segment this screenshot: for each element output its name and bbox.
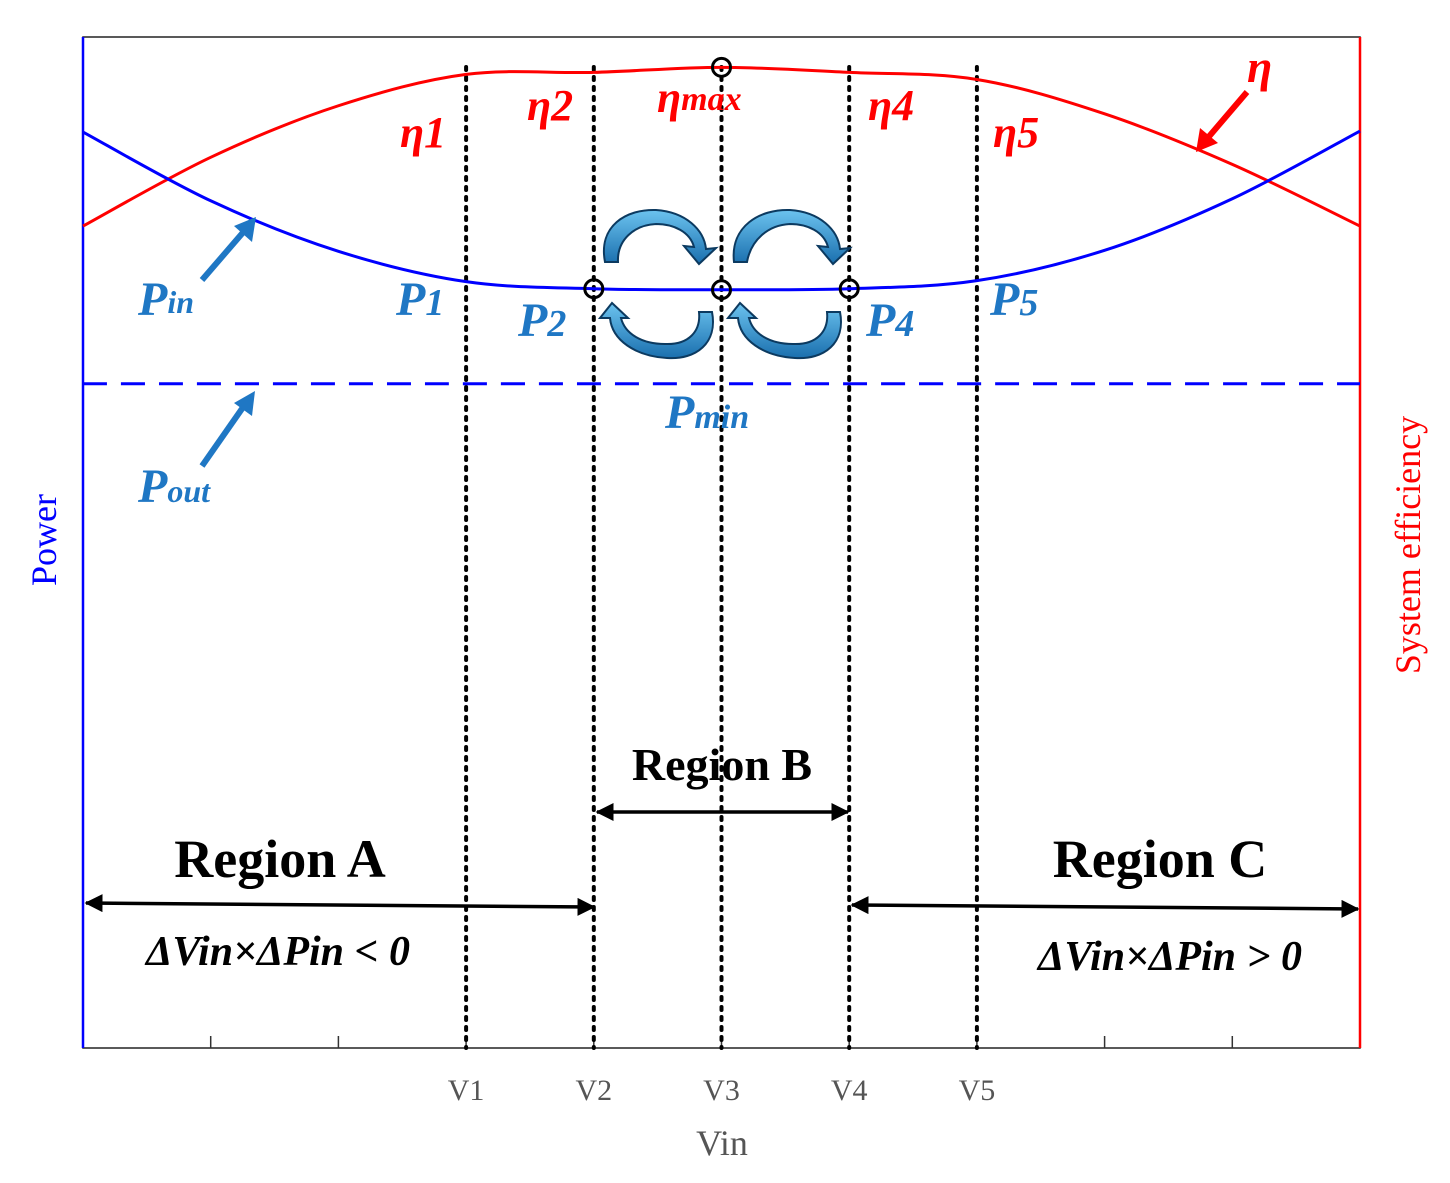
y-axis-title-left: Power: [24, 494, 64, 586]
y-axis-title-right: System efficiency: [1388, 416, 1428, 674]
p5-label: P5: [989, 273, 1038, 326]
eta-pointer-head: [1196, 128, 1218, 152]
pin-pointer-head: [234, 217, 256, 242]
region-b-label: Region B: [632, 739, 812, 790]
pmin-label: Pmin: [664, 386, 749, 439]
p2-label: P2: [517, 294, 566, 347]
eta4-label: η4: [868, 81, 914, 130]
pin-pointer-arrow: [199, 227, 249, 282]
marked-point: [711, 56, 732, 78]
region-a-label: Region A: [174, 829, 386, 889]
marked-points: [583, 56, 860, 301]
eta-pointer-arrow: [1203, 90, 1250, 142]
pout-pointer-arrow: [199, 401, 249, 468]
region-c-arrow: [850, 896, 1360, 918]
eta5-label: η5: [993, 108, 1039, 157]
pout-label: Pout: [137, 460, 211, 513]
x-axis-title: Vin: [696, 1123, 748, 1163]
etamax-label: ηmax: [657, 73, 742, 122]
p4-label: P4: [865, 294, 914, 347]
x-ticks: V1 V2 V3 V4 V5: [209, 1036, 1234, 1107]
cycle-arrow-top-left: [602, 208, 719, 266]
cycle-arrow-bottom-left: [597, 301, 714, 360]
series: [82, 65, 1361, 386]
eta2-label: η2: [527, 81, 573, 130]
eta1-label: η1: [400, 108, 446, 157]
marked-point: [711, 279, 732, 301]
region-c-condition: ΔVin×ΔPin > 0: [1036, 934, 1302, 980]
cycle-arrow-bottom-right: [725, 301, 842, 360]
marked-point: [838, 278, 860, 300]
x-tick-label: V5: [959, 1074, 996, 1107]
p1-label: P1: [395, 273, 444, 326]
series-line-efficiency: [82, 65, 1361, 228]
x-tick-label: V4: [831, 1074, 868, 1107]
x-tick-label: V2: [575, 1074, 612, 1107]
eta-label: η: [1247, 41, 1272, 92]
region-c-label: Region C: [1053, 829, 1268, 889]
vertical-markers: [464, 65, 979, 1050]
cycle-arrow-top-right: [732, 208, 853, 266]
pout-pointer-head: [234, 391, 255, 416]
region-a-condition: ΔVin×ΔPin < 0: [144, 929, 410, 975]
x-tick-label: V3: [703, 1074, 740, 1107]
cycle-arrows: [597, 208, 853, 360]
series-line-pin: [82, 129, 1361, 292]
x-tick-label: V1: [448, 1074, 485, 1107]
region-a-arrow: [84, 894, 596, 916]
marked-point: [583, 278, 605, 300]
pin-label: Pin: [137, 273, 194, 326]
